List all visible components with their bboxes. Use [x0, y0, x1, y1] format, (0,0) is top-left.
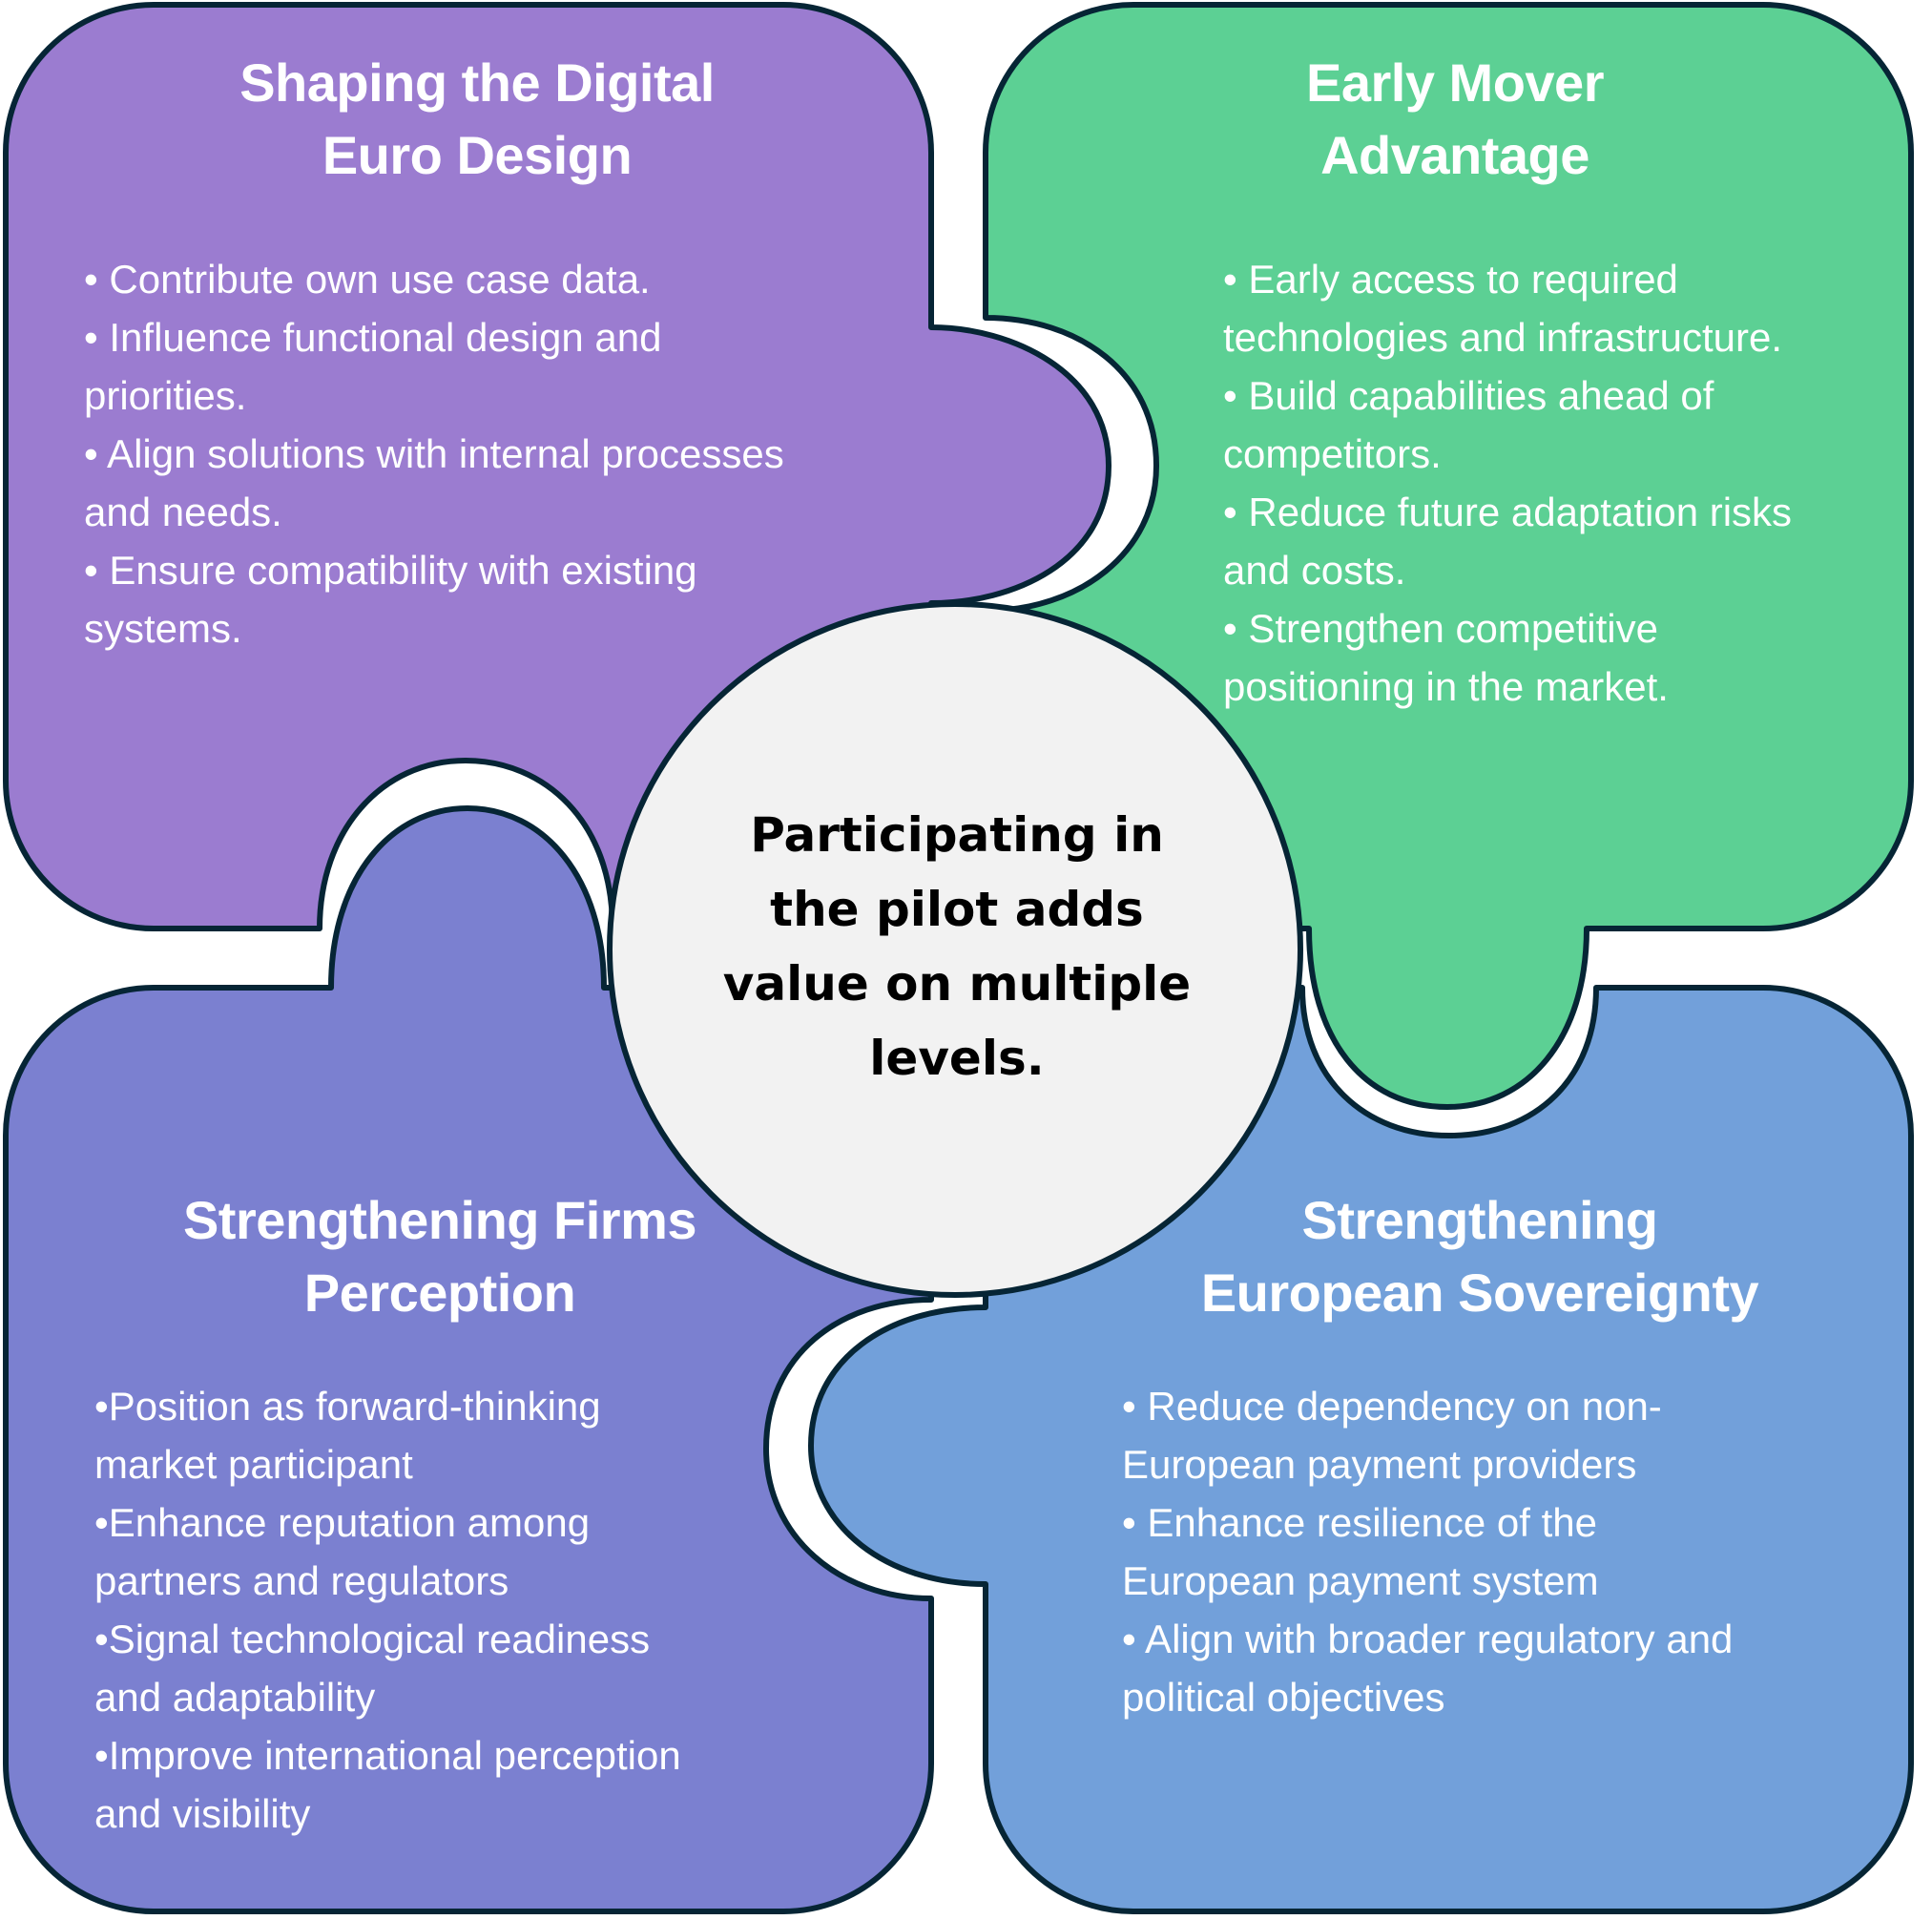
bullet-line: • Align with broader regulatory and — [1122, 1617, 1733, 1661]
bullet-line: • Enhance resilience of the — [1122, 1500, 1597, 1545]
panel-title: Strengthening — [1301, 1190, 1657, 1250]
bullet-line: political objectives — [1122, 1675, 1445, 1720]
bullet-line: and needs. — [84, 490, 282, 534]
panel-title: Euro Design — [322, 125, 632, 185]
bullet-line: • Align solutions with internal processe… — [84, 431, 784, 476]
center-line: the pilot adds — [770, 882, 1144, 937]
bullet-line: and costs. — [1223, 548, 1405, 593]
bullet-line: market participant — [94, 1442, 413, 1487]
bullet-line: European payment providers — [1122, 1442, 1636, 1487]
bullet-line: systems. — [84, 606, 242, 651]
bullet-line: • Ensure compatibility with existing — [84, 548, 697, 593]
bullet-line: positioning in the market. — [1223, 664, 1669, 709]
bullet-line: and visibility — [94, 1791, 310, 1836]
bullet-line: technologies and infrastructure. — [1223, 315, 1782, 360]
bullet-line: •Position as forward-thinking — [94, 1384, 601, 1429]
panel-title: Strengthening Firms — [183, 1190, 696, 1250]
panel-title: European Sovereignty — [1201, 1263, 1759, 1323]
panel-top-right-content: Early Mover Advantage • Early access to … — [1223, 52, 1792, 709]
bullet-line: European payment system — [1122, 1558, 1599, 1603]
panel-bottom-right-content: Strengthening European Sovereignty • Red… — [1122, 1190, 1759, 1720]
center-line: Participating in — [750, 807, 1164, 863]
bullet-line: • Reduce dependency on non- — [1122, 1384, 1662, 1429]
panel-title: Shaping the Digital — [239, 52, 715, 113]
center-line: value on multiple — [723, 956, 1191, 1012]
panel-top-left-content: Shaping the Digital Euro Design • Contri… — [84, 52, 784, 651]
bullet-line: • Influence functional design and — [84, 315, 661, 360]
bullet-line: competitors. — [1223, 431, 1442, 476]
bullet-line: •Improve international perception — [94, 1733, 681, 1778]
bullet-line: partners and regulators — [94, 1558, 509, 1603]
bullet-line: • Strengthen competitive — [1223, 606, 1658, 651]
panel-title: Early Mover — [1306, 52, 1604, 113]
bullet-line: •Enhance reputation among — [94, 1500, 590, 1545]
panel-bottom-left-content: Strengthening Firms Perception •Position… — [94, 1190, 697, 1836]
center-circle — [607, 601, 1303, 1298]
panel-title: Advantage — [1320, 125, 1589, 185]
panel-title: Perception — [304, 1263, 575, 1323]
bullet-line: priorities. — [84, 373, 246, 418]
center-statement: Participating in the pilot adds value on… — [723, 807, 1191, 1086]
bullet-line: • Contribute own use case data. — [84, 257, 651, 302]
bullet-line: and adaptability — [94, 1675, 375, 1720]
bullet-line: • Build capabilities ahead of — [1223, 373, 1714, 418]
bullet-line: • Reduce future adaptation risks — [1223, 490, 1792, 534]
bullet-line: • Early access to required — [1223, 257, 1678, 302]
center-line: levels. — [869, 1031, 1044, 1086]
bullet-line: •Signal technological readiness — [94, 1617, 650, 1661]
